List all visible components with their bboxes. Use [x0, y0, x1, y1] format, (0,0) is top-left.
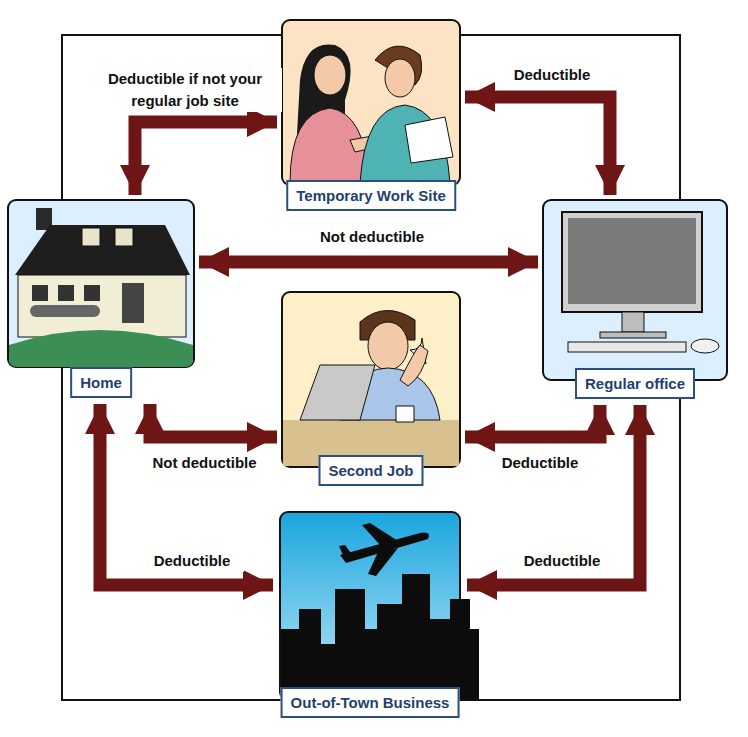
- double-arrow: [150, 404, 277, 437]
- node-label: Home: [70, 367, 132, 398]
- picture-box: Temporary Work Site: [282, 20, 460, 213]
- picture-box: Out-of-Town Business: [278, 512, 462, 719]
- node-label: Temporary Work Site: [286, 180, 456, 211]
- double-arrow: [135, 122, 277, 195]
- house-illustration: [8, 200, 194, 367]
- node-label: Regular office: [575, 368, 695, 399]
- picture-box: Home: [8, 200, 194, 399]
- arrow-label: Deductible: [500, 64, 604, 86]
- city-plane-illustration: [280, 512, 479, 700]
- arrow-label: Not deductible: [300, 226, 444, 248]
- laptop-worker-illustration: [282, 292, 460, 467]
- double-arrow: [199, 256, 538, 269]
- arrow-label: Deductible: [140, 550, 244, 572]
- arrow-label: Deductible: [488, 452, 592, 474]
- meeting-illustration: [282, 20, 460, 185]
- double-arrow: [465, 405, 600, 437]
- arrow-label: Not deductible: [135, 452, 274, 474]
- node-label: Second Job: [318, 455, 423, 486]
- double-arrow: [100, 404, 273, 585]
- picture-box: Second Job: [282, 292, 460, 488]
- double-arrow: [465, 97, 610, 195]
- picture-box: Regular office: [543, 200, 727, 400]
- computer-illustration: [543, 200, 727, 380]
- double-arrow: [467, 405, 640, 585]
- arrow-label: Deductible: [510, 550, 614, 572]
- node-label: Out-of-Town Business: [281, 687, 460, 718]
- arrow-label: Deductible if not your regular job site: [88, 68, 282, 112]
